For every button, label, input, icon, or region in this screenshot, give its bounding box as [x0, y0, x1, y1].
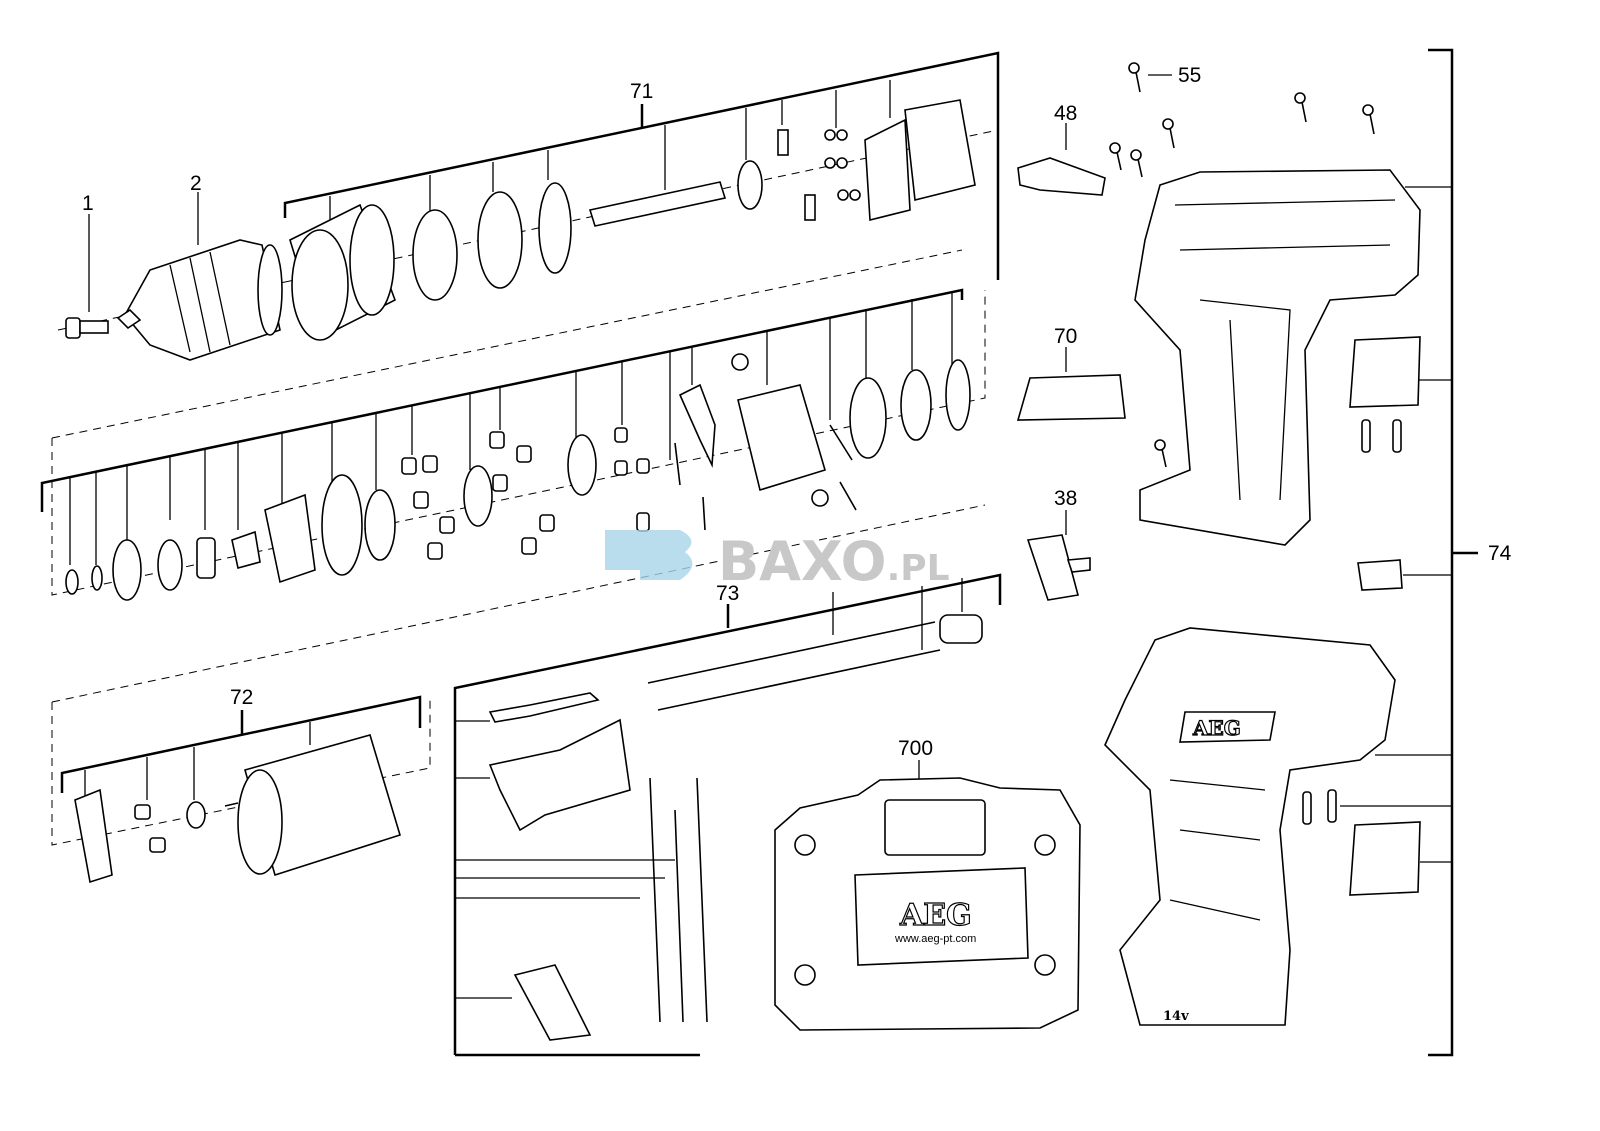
callout-70[interactable]: 70 — [1054, 325, 1077, 348]
ball-bearings — [824, 129, 861, 201]
callout-72[interactable]: 72 — [230, 686, 253, 709]
part-1-chuck-screw[interactable]: 1 — [65, 192, 109, 339]
callout-38[interactable]: 38 — [1054, 487, 1077, 510]
callout-700[interactable]: 700 — [898, 737, 933, 760]
watermark-logo: BAXO.PL — [605, 530, 950, 593]
gear-housing-parts — [289, 99, 976, 341]
bracket-gearbox — [40, 288, 964, 565]
bracket-71: 71 — [283, 51, 1000, 280]
svg-text:BAXO.PL: BAXO.PL — [718, 530, 950, 593]
bracket-73: 73 — [453, 573, 1002, 1057]
callout-48[interactable]: 48 — [1054, 102, 1077, 125]
callout-74[interactable]: 74 — [1488, 542, 1512, 565]
case-url: www.aeg-pt.com — [894, 933, 976, 945]
part-55-screws[interactable]: 55 — [1109, 62, 1375, 468]
part-38-belt-hook[interactable]: 38 — [1026, 487, 1091, 601]
case-brand-logo: AEG — [899, 898, 972, 933]
motor-assembly-72: 72 — [60, 686, 422, 884]
callout-73[interactable]: 73 — [716, 582, 739, 605]
part-2-chuck[interactable]: 2 — [116, 172, 283, 361]
gearbox-parts — [65, 353, 971, 601]
part-48-clip[interactable]: 48 — [1017, 102, 1106, 196]
part-70-label[interactable]: 70 — [1016, 325, 1126, 421]
callout-1[interactable]: 1 — [82, 192, 94, 215]
callout-55[interactable]: 55 — [1178, 64, 1201, 87]
housing-halves-74[interactable]: AEG 14v — [1104, 169, 1421, 1026]
watermark-name: BAXO — [718, 530, 887, 593]
bracket-74: 74 — [1340, 48, 1512, 1057]
part-700-carry-case[interactable]: 700 AEG www.aeg-pt.com — [774, 737, 1081, 1031]
watermark-suffix: .PL — [887, 548, 950, 589]
dashed-guides — [51, 129, 999, 846]
housing-voltage-label: 14v — [1163, 1009, 1189, 1024]
callout-71[interactable]: 71 — [630, 80, 653, 103]
housing-brand-logo: AEG — [1192, 716, 1241, 740]
callout-2[interactable]: 2 — [190, 172, 202, 195]
